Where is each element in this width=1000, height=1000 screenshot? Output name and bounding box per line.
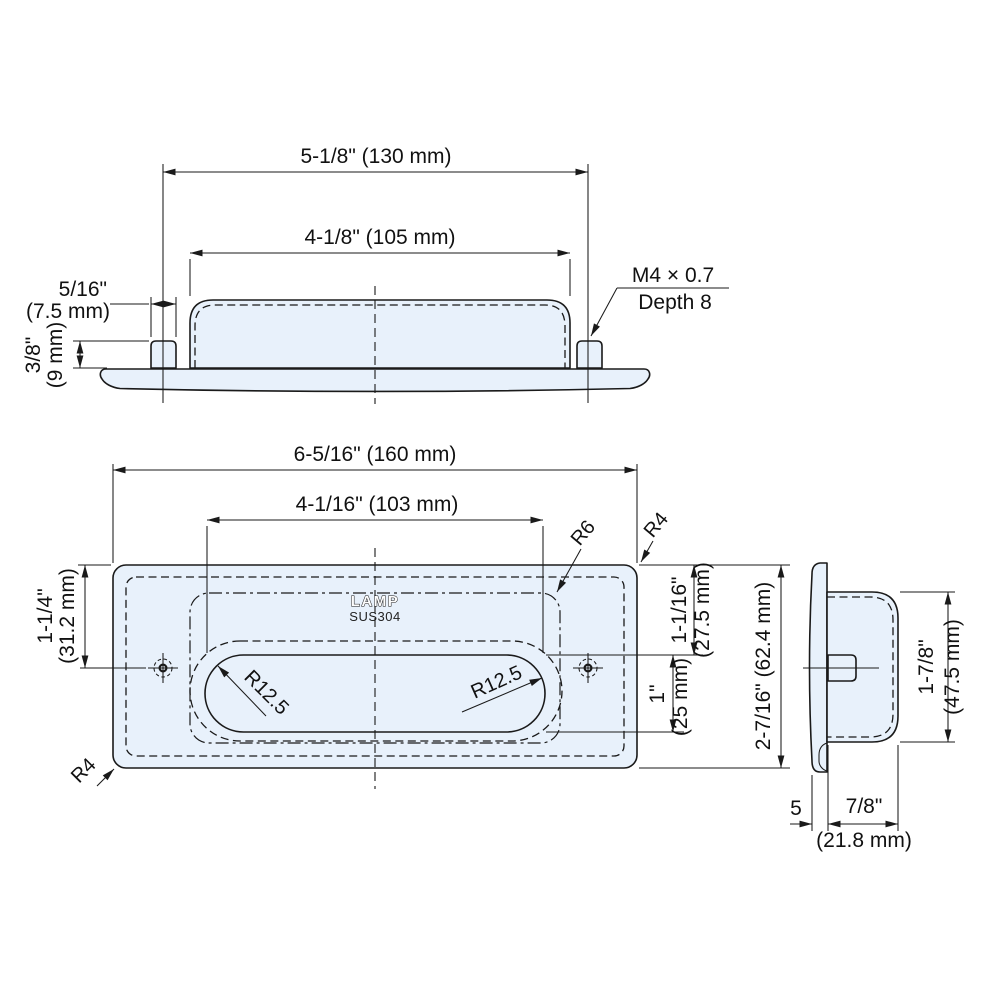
dim-hole-offset: 1-1/4" (31.2 mm) [34, 564, 146, 669]
side-body-hidden-edge [827, 596, 894, 738]
dim-mounting-pitch: 5-1/8" (130 mm) [163, 145, 588, 176]
dim-label-overall-width: 6-5/16" (160 mm) [294, 443, 457, 466]
side-body-outline [826, 591, 899, 743]
dim-label-stud-width-mm: (7.5 mm) [26, 300, 110, 323]
dim-label-overall-height: 2-7/16" (62.4 mm) [752, 582, 775, 751]
dim-label-body-height-in: 1-7/8" [915, 639, 938, 694]
dim-label-body-depth-in: 7/8" [846, 795, 883, 818]
dim-stud-height: 3/8" (9 mm) [22, 322, 149, 389]
thread-depth-label: Depth 8 [638, 291, 712, 314]
radius-callout-r4-bottom: R4 [67, 754, 115, 788]
grip-pocket-hidden [189, 640, 563, 742]
dim-label-hole-offset-in: 1-1/4" [34, 588, 57, 643]
dim-label-body-depth-mm: (21.8 mm) [816, 829, 912, 852]
front-view: LAMP SUS304 6-5/16" (160 mm) 4-1/16" (10… [34, 443, 790, 789]
dim-label-body-width: 4-1/8" (105 mm) [305, 226, 456, 249]
handle-body-outline [189, 299, 571, 369]
stud-right [576, 340, 603, 369]
dim-label-stud-width-in: 5/16" [59, 278, 107, 301]
thread-spec-label: M4 × 0.7 [632, 264, 714, 287]
top-view: 5-1/8" (130 mm) 4-1/8" (105 mm) 5/16" (7… [22, 145, 729, 404]
hole-center [158, 663, 168, 673]
dim-label-slot-top-in: 1-1/16" [668, 577, 691, 644]
side-boss [827, 654, 857, 682]
dim-slot-width: 4-1/16" (103 mm) [206, 493, 544, 653]
dim-label-slot-width: 4-1/16" (103 mm) [296, 493, 459, 516]
handle-body-hidden-edge [194, 304, 566, 368]
dim-label-stud-height-in: 3/8" [22, 337, 45, 374]
dim-label-slot-height-in: 1" [646, 684, 669, 703]
radius-label-r4-bottom: R4 [67, 754, 101, 788]
dim-label-slot-height-mm: (25 mm) [669, 658, 692, 736]
dim-body-height: 1-7/8" (47.5 mm) [900, 591, 964, 743]
dim-body-width: 4-1/8" (105 mm) [189, 226, 571, 296]
leader-line [96, 768, 115, 787]
dim-overall-width: 6-5/16" (160 mm) [112, 443, 638, 563]
dim-label-body-height-mm: (47.5 mm) [941, 619, 964, 715]
leader-line [556, 548, 582, 593]
leader-line [640, 540, 654, 563]
dim-label-stud-height-mm: (9 mm) [44, 322, 67, 389]
dim-right-side: 1-1/16" (27.5 mm) 1" (25 mm) 2-7/16" (62… [546, 562, 790, 769]
flange-plate-outline [99, 368, 651, 393]
screw-hole-marker-left [148, 653, 178, 683]
radius-label-r6: R6 [567, 516, 600, 550]
hole-center [583, 663, 593, 673]
dim-label-mounting-pitch: 5-1/8" (130 mm) [301, 145, 452, 168]
side-flange-lip [818, 742, 828, 772]
leader-line [217, 665, 267, 717]
radius-callout-r4-top: R4 [640, 508, 673, 563]
side-view: 1-7/8" (47.5 mm) 5 7/8" (21.8 mm) [790, 562, 964, 852]
dim-stud-width: 5/16" (7.5 mm) [26, 278, 177, 337]
radius-label-r4-top: R4 [640, 508, 673, 542]
dim-depth-group: 5 7/8" (21.8 mm) [790, 745, 912, 852]
leader-line [461, 677, 543, 713]
brand-logo: LAMP [351, 593, 400, 610]
material-label: SUS304 [349, 609, 400, 624]
thread-callout: M4 × 0.7 Depth 8 [590, 264, 729, 337]
dim-label-flange-thickness: 5 [790, 797, 802, 820]
dim-label-hole-offset-mm: (31.2 mm) [56, 568, 79, 664]
screw-hole-marker-right [573, 653, 603, 683]
leader-line [590, 287, 618, 337]
dim-label-slot-top-mm: (27.5 mm) [691, 562, 714, 658]
recess-opening [189, 592, 561, 744]
